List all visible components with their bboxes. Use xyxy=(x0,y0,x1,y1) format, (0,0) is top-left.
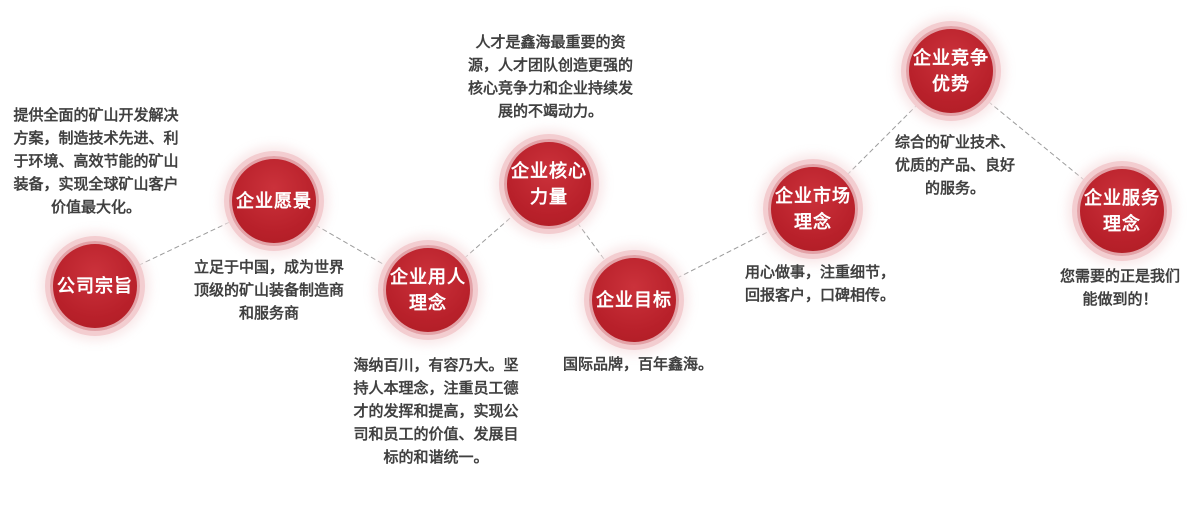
node-label: 企业核心力量 xyxy=(511,161,587,207)
node-circle-company-purpose: 公司宗旨 xyxy=(50,241,140,331)
node-circle-corporate-goal: 企业目标 xyxy=(589,255,679,345)
node-circle-market-philosophy: 企业市场理念 xyxy=(768,164,858,254)
node-description-competitive-advantage: 综合的矿业技术、优质的产品、良好的服务。 xyxy=(894,134,1015,197)
node-description-corporate-vision: 立足于中国，成为世界顶级的矿山装备制造商和服务商 xyxy=(193,259,344,322)
node-description-company-purpose: 提供全面的矿山开发解决方案，制造技术先进、利于环境、高效节能的矿山装备，实现全球… xyxy=(13,107,179,216)
node-label: 企业用人理念 xyxy=(390,267,466,313)
node-circle-core-strength: 企业核心力量 xyxy=(504,139,594,229)
node-circle-service-philosophy: 企业服务理念 xyxy=(1077,166,1167,256)
node-description-market-philosophy: 用心做事，注重细节，回报客户，口碑相传。 xyxy=(744,264,895,304)
node-circle-talent-philosophy: 企业用人理念 xyxy=(383,245,473,335)
node-label: 公司宗旨 xyxy=(57,276,133,296)
node-circle-corporate-vision: 企业愿景 xyxy=(229,156,319,246)
node-label: 企业愿景 xyxy=(236,191,312,211)
node-label: 企业服务理念 xyxy=(1084,188,1160,234)
node-label: 企业市场理念 xyxy=(775,186,851,232)
node-description-corporate-goal: 国际品牌，百年鑫海。 xyxy=(562,356,713,373)
node-description-service-philosophy: 您需要的正是我们能做到的！ xyxy=(1059,268,1180,308)
node-label: 企业目标 xyxy=(596,290,672,310)
node-label: 企业竞争优势 xyxy=(913,48,989,94)
node-circle-competitive-advantage: 企业竞争优势 xyxy=(906,26,996,116)
node-description-core-strength: 人才是鑫海最重要的资源，人才团队创造更强的核心竞争力和企业持续发展的不竭动力。 xyxy=(468,34,634,120)
node-description-talent-philosophy: 海纳百川，有容乃大。坚持人本理念，注重员工德才的发挥和提高，实现公司和员工的价值… xyxy=(353,357,519,466)
